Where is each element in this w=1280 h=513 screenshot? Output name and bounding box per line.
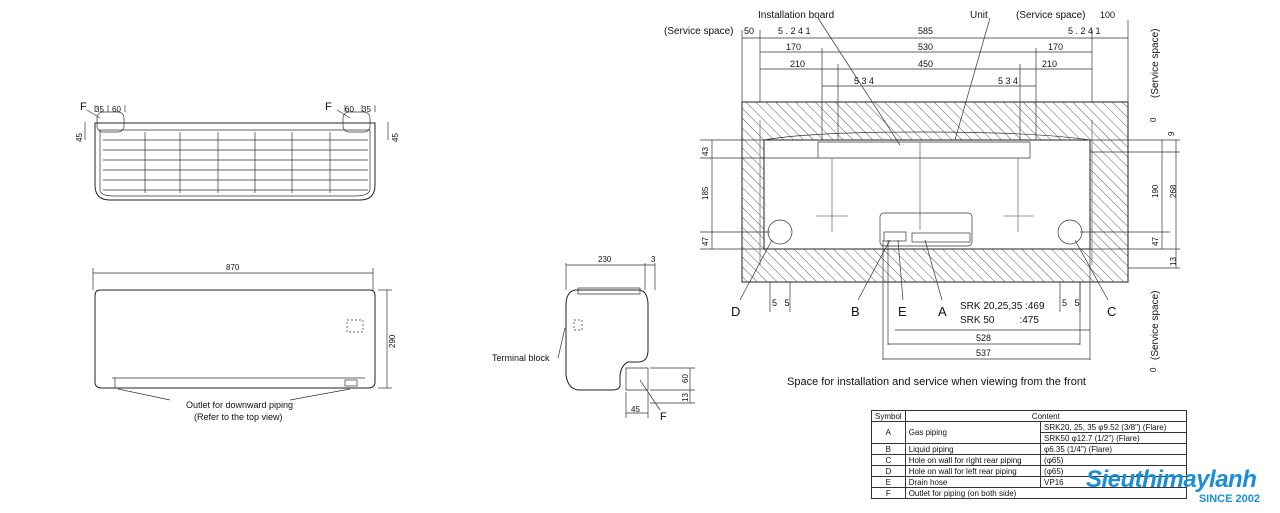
space-dim-0-right-top: 0 [1149,117,1158,122]
space-dim-170-left: 170 [786,42,801,52]
space-unit: Unit [970,10,988,21]
table-row: B Liquid piping φ6.35 (1/4") (Flare) [871,443,1187,455]
space-label-d: D [731,304,740,319]
space-dim-9: 9 [1167,131,1176,136]
table-cell-item: Liquid piping [904,443,1042,455]
side-dim-3: 3 [651,255,656,264]
space-service-top: (Service space) [1016,10,1085,21]
space-srk-line2: SRK 50 :475 [960,315,1039,326]
top-f-left: F [80,101,87,113]
top-dim-45-left: 45 [75,133,84,142]
top-dim-45-right: 45 [391,133,400,142]
front-note-line1: Outlet for downward piping [186,400,293,410]
space-dim-210-right: 210 [1042,59,1057,69]
space-dim-537: 537 [976,348,991,358]
table-cell-symbol: B [871,443,906,455]
space-dim-528: 528 [976,333,991,343]
top-dim-35-left: 35 [95,105,104,114]
space-srk-line1: SRK 20,25,35 :469 [960,301,1045,312]
side-dim-60: 60 [681,374,690,383]
table-cell-symbol: A [871,421,906,444]
top-f-right: F [325,101,332,113]
side-dim-13: 13 [681,393,690,402]
space-view: Installation board Unit (Service space) … [664,10,1180,388]
space-dim-268: 268 [1169,184,1178,198]
table-header-content: Content [904,410,1188,422]
space-dim-190: 190 [1151,184,1160,198]
space-dim-47-left: 47 [701,237,710,246]
table-row: F Outlet for piping (on both side) [871,487,1188,499]
brand-since: SINCE 2002 [1198,493,1260,505]
space-dim-5-5-left: 5 5 [772,298,790,308]
space-dim-47-right: 47 [1151,237,1160,246]
side-view: 230 3 Terminal block 60 13 45 F [492,255,695,423]
table-cell-item: Outlet for piping (on both side) [904,487,1188,499]
space-dim-5-5-right: 5 5 [1062,298,1080,308]
top-dim-35-right: 35 [362,105,371,114]
space-dim-534-right: 5 3 4 [998,76,1018,86]
table-header-symbol: Symbol [871,410,906,422]
space-dim-585: 585 [918,26,933,36]
front-view: 870 290 Outlet for downward piping (Refe… [92,263,397,422]
table-header-row: Symbol Content [871,410,1188,422]
space-label-e: E [898,304,907,319]
top-dim-60-left: 60 [112,105,121,114]
space-dim-5241-right: 5 . 2 4 1 [1068,26,1101,36]
space-dim-5241-left: 5 . 2 4 1 [778,26,811,36]
table-cell-item: Gas piping [904,421,1042,444]
space-dim-50: 50 [744,26,754,36]
table-cell-item: Hole on wall for right rear piping [904,454,1042,466]
table-cell-symbol: D [871,465,906,477]
symbol-table: Symbol Content A Gas piping SRK20, 25, 3… [871,410,1188,499]
table-cell-item: Hole on wall for left rear piping [904,465,1042,477]
front-note-line2: (Refer to the top view) [194,412,283,422]
table-cell-spec: SRK50 φ12.7 (1/2") (Flare) [1040,432,1187,444]
side-terminal-block: Terminal block [492,353,550,363]
front-dim-290: 290 [388,334,397,348]
space-dim-13: 13 [1169,257,1178,266]
space-dim-0-right-bottom: 0 [1149,367,1158,372]
top-dim-60-right: 60 [345,105,354,114]
brand-watermark: Sieuthimaylanh SINCE 2002 [1086,466,1274,510]
table-cell-spec: SRK20, 25, 35 φ9.52 (3/8") (Flare) [1040,421,1187,433]
side-dim-45: 45 [631,405,640,414]
space-dim-534-left: 5 3 4 [854,76,874,86]
table-cell-symbol: C [871,454,906,466]
table-row: C Hole on wall for right rear piping (φ6… [871,454,1187,466]
table-cell-item: Drain hose [904,476,1042,488]
space-dim-170-right: 170 [1048,42,1063,52]
side-f: F [660,411,667,423]
front-dim-870: 870 [226,263,240,272]
space-service-right-bottom: (Service space) [1150,291,1161,360]
brand-name: Sieuthimaylanh [1086,466,1257,493]
space-caption: Space for installation and service when … [787,376,1086,388]
top-view: F F 35 60 60 35 45 45 [75,101,400,201]
table-cell-symbol: E [871,476,906,488]
space-dim-43: 43 [701,147,710,156]
space-dim-530: 530 [918,42,933,52]
table-cell-spec: (φ65) [1040,454,1187,466]
space-dim-185: 185 [701,186,710,200]
space-dim-100: 100 [1100,10,1115,20]
space-service-right-top: (Service space) [1150,29,1161,98]
space-label-c: C [1107,304,1116,319]
side-dim-230: 230 [598,255,612,264]
table-row: A Gas piping SRK20, 25, 35 φ9.52 (3/8") … [871,421,1187,444]
space-dim-210-left: 210 [790,59,805,69]
space-service-left: (Service space) [664,26,733,37]
space-dim-450: 450 [918,59,933,69]
table-cell-symbol: F [871,487,906,499]
table-cell-spec: φ6.35 (1/4") (Flare) [1040,443,1187,455]
space-installation-board: Installation board [758,10,834,21]
space-label-a: A [938,304,947,319]
space-label-b: B [851,304,860,319]
